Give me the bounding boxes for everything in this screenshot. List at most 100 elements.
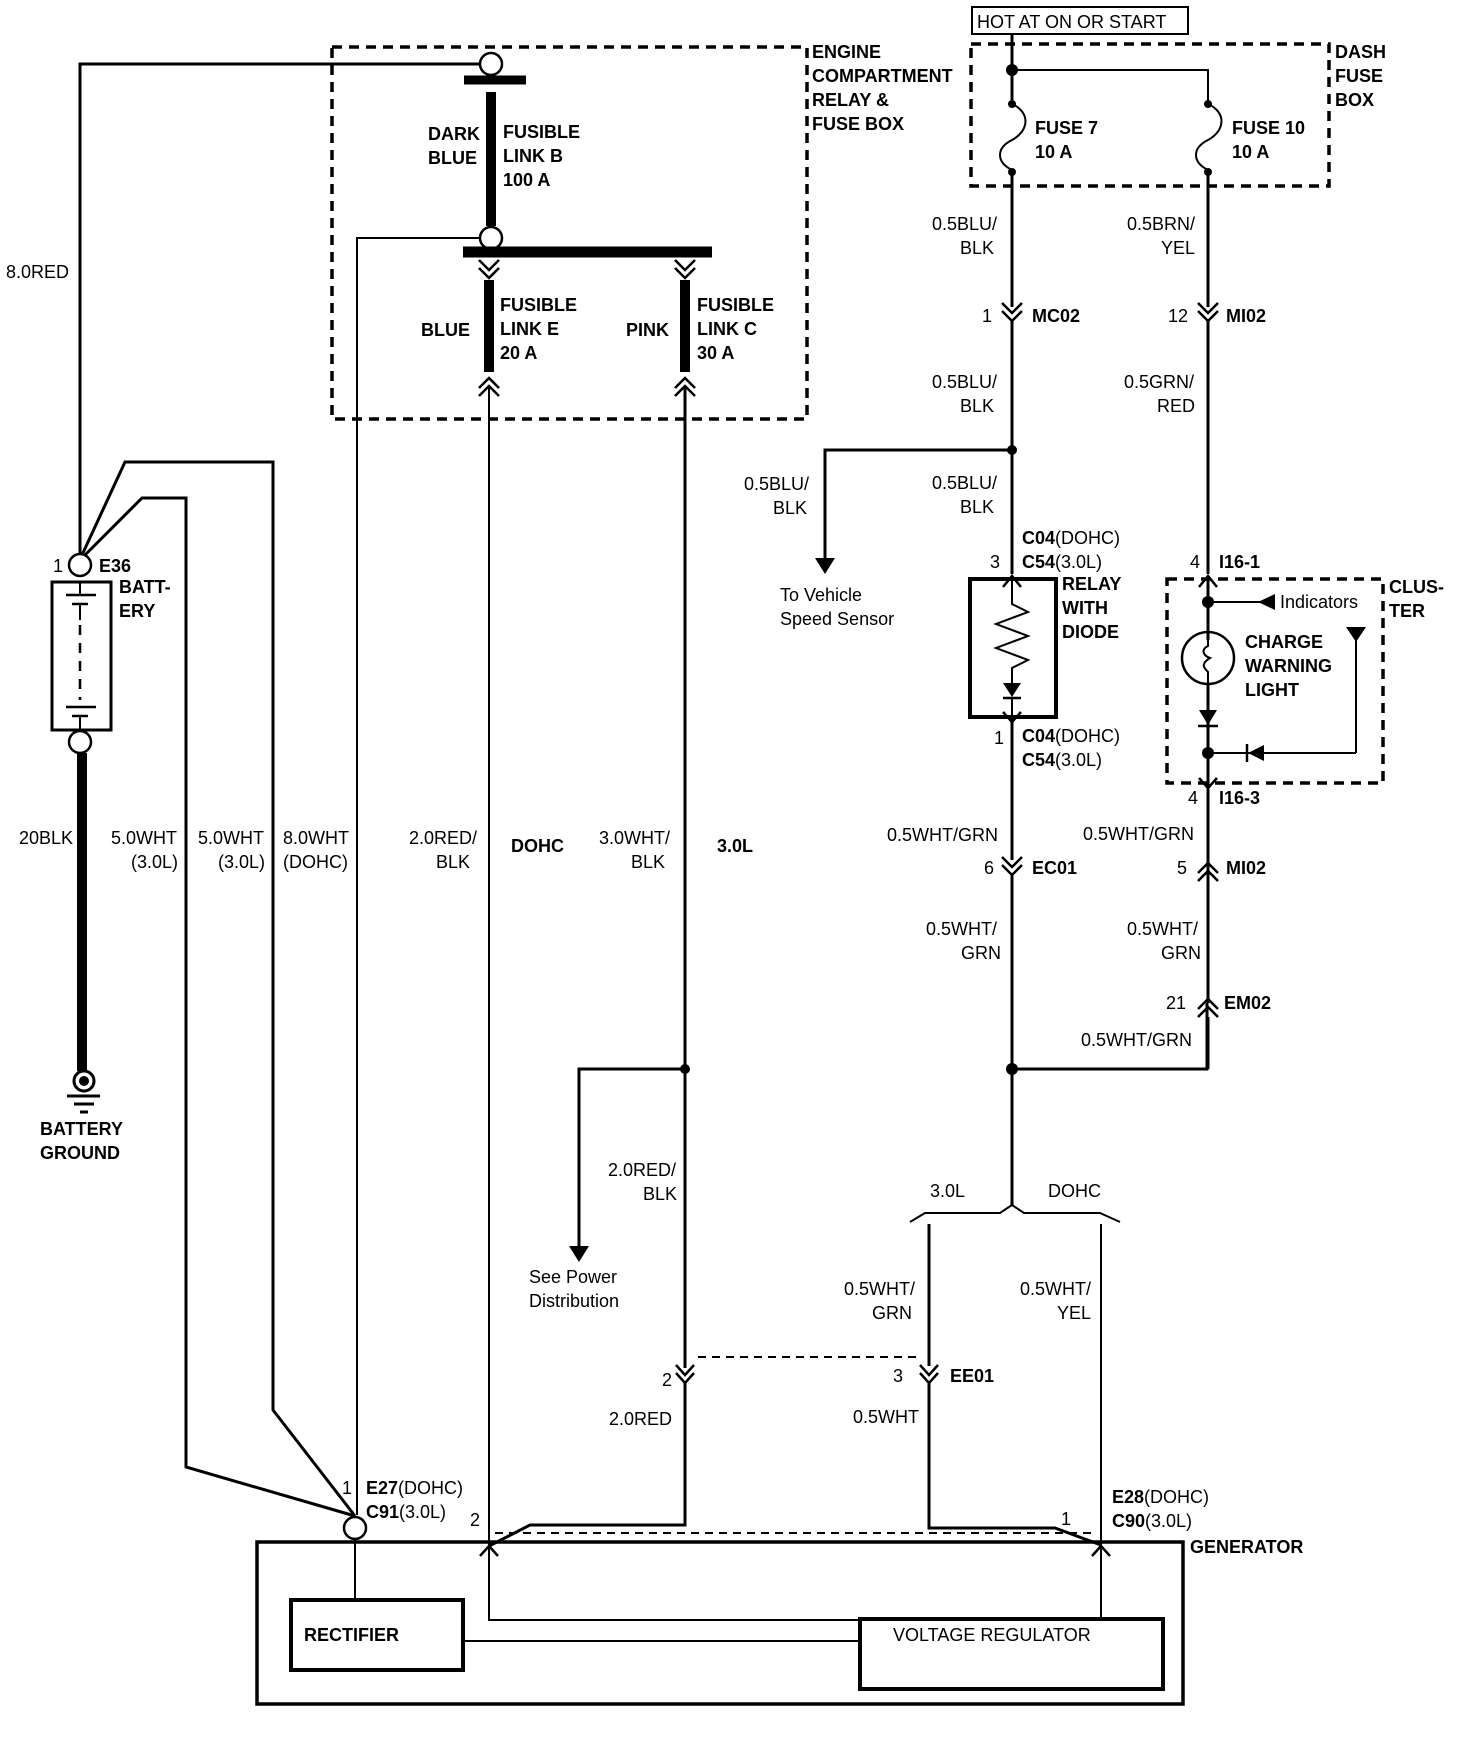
fusible-link-e-label: FUSIBLE: [500, 295, 577, 315]
svg-text:TER: TER: [1389, 601, 1425, 621]
battery: 1 E36 BATT- ERY: [50, 552, 171, 755]
svg-text:DARK: DARK: [428, 124, 480, 144]
fuse-7-label: FUSE 7: [1035, 118, 1098, 138]
generator: GENERATOR 1 E27(DOHC) C91(3.0L) RECTIFIE…: [255, 1478, 1303, 1706]
connector-em02: EM02: [1224, 993, 1271, 1013]
svg-text:GROUND: GROUND: [40, 1143, 120, 1163]
svg-text:0.5WHT/GRN: 0.5WHT/GRN: [1081, 1030, 1192, 1050]
svg-text:RED: RED: [1157, 396, 1195, 416]
svg-text:5: 5: [1177, 858, 1187, 878]
fuse-10-label: FUSE 10: [1232, 118, 1305, 138]
fusible-link-b-label: FUSIBLE: [503, 122, 580, 142]
battery-label: BATT-: [119, 577, 171, 597]
battery-positive-terminal: [67, 552, 93, 578]
cluster-label: CLUS-: [1389, 577, 1444, 597]
svg-text:I16-3: I16-3: [1219, 788, 1260, 808]
svg-text:0.5WHT/: 0.5WHT/: [926, 919, 997, 939]
relay-label: RELAY: [1062, 574, 1121, 594]
svg-text:WITH: WITH: [1062, 598, 1108, 618]
svg-text:HOT AT ON OR START: HOT AT ON OR START: [977, 12, 1166, 32]
svg-text:4: 4: [1190, 552, 1200, 572]
svg-text:2.0RED/: 2.0RED/: [409, 828, 477, 848]
svg-text:1: 1: [342, 1478, 352, 1498]
svg-text:BLUE: BLUE: [428, 148, 477, 168]
svg-text:3: 3: [893, 1366, 903, 1386]
fuse-10-icon: [1195, 103, 1223, 171]
svg-text:1: 1: [1061, 1509, 1071, 1529]
svg-text:LINK B: LINK B: [503, 146, 563, 166]
svg-text:2: 2: [662, 1370, 672, 1390]
svg-text:3.0WHT/: 3.0WHT/: [599, 828, 670, 848]
connector-mc02: MC02: [1032, 306, 1080, 326]
svg-text:1: 1: [982, 306, 992, 326]
dash-fuse-box-label: DASH: [1335, 42, 1386, 62]
svg-text:1: 1: [53, 556, 63, 576]
indicators-arrow-icon: [1258, 594, 1275, 610]
svg-text:ERY: ERY: [119, 601, 155, 621]
svg-text:COMPARTMENT: COMPARTMENT: [812, 66, 953, 86]
svg-text:5.0WHT: 5.0WHT: [111, 828, 177, 848]
engine-compartment-fuse-box: ENGINE COMPARTMENT RELAY & FUSE BOX DARK…: [330, 42, 953, 421]
wire-5-0-wht-a: [80, 460, 357, 1517]
hot-at-on-or-start-label: HOT AT ON OR START: [971, 6, 1189, 35]
svg-text:BLK: BLK: [960, 238, 994, 258]
svg-text:BLK: BLK: [960, 497, 994, 517]
to-vehicle-speed-sensor-link[interactable]: To Vehicle: [780, 585, 862, 605]
svg-text:YEL: YEL: [1161, 238, 1195, 258]
engine-fuse-box-label: ENGINE: [812, 42, 881, 62]
svg-text:C90(3.0L): C90(3.0L): [1112, 1511, 1192, 1531]
wire-0-5-wht: [927, 1383, 1102, 1547]
fuse-7-icon: [999, 103, 1027, 171]
svg-text:0.5WHT/GRN: 0.5WHT/GRN: [887, 825, 998, 845]
svg-text:I16-1: I16-1: [1219, 552, 1260, 572]
battery-negative-terminal: [67, 729, 93, 755]
svg-text:FUSE: FUSE: [1335, 66, 1383, 86]
battery-ground-icon: [67, 1069, 100, 1114]
svg-text:0.5BRN/: 0.5BRN/: [1127, 214, 1195, 234]
dash-fuse-box: DASH FUSE BOX FUSE 7 10 A FUSE 10 10 A: [969, 34, 1386, 188]
svg-text:2.0RED/: 2.0RED/: [608, 1160, 676, 1180]
wire-to-vss: [823, 448, 1012, 560]
see-power-distribution-link[interactable]: See Power: [529, 1267, 617, 1287]
svg-text:YEL: YEL: [1057, 1303, 1091, 1323]
svg-text:LINK E: LINK E: [500, 319, 559, 339]
svg-text:0.5BLU/: 0.5BLU/: [932, 372, 997, 392]
diode-icon: [1248, 745, 1264, 761]
svg-text:10 A: 10 A: [1035, 142, 1072, 162]
svg-text:(3.0L): (3.0L): [218, 852, 265, 872]
voltage-regulator: [858, 1617, 1165, 1691]
svg-text:C54(3.0L): C54(3.0L): [1022, 750, 1102, 770]
svg-text:Speed Sensor[interactable]: Speed Sensor: [780, 609, 894, 629]
fusible-link-b-top-terminal: [478, 51, 504, 77]
svg-text:GRN: GRN: [1161, 943, 1201, 963]
svg-text:(3.0L): (3.0L): [131, 852, 178, 872]
svg-text:2: 2: [470, 1510, 480, 1530]
svg-text:0.5BLU/: 0.5BLU/: [932, 473, 997, 493]
fusible-link-c-label: FUSIBLE: [697, 295, 774, 315]
svg-text:Distribution[interactable]: Distribution: [529, 1291, 619, 1311]
svg-text:PINK: PINK: [626, 320, 669, 340]
svg-text:VOLTAGE REGULATOR: VOLTAGE REGULATOR: [893, 1625, 1091, 1645]
svg-text:DOHC: DOHC: [511, 836, 564, 856]
svg-text:BLUE: BLUE: [421, 320, 470, 340]
arrow-down-icon: [569, 1246, 589, 1262]
svg-text:10 A: 10 A: [1232, 142, 1269, 162]
svg-text:4: 4: [1188, 788, 1198, 808]
svg-text:1: 1: [994, 728, 1004, 748]
svg-text:RELAY &: RELAY &: [812, 90, 889, 110]
svg-text:Indicators: Indicators: [1280, 592, 1358, 612]
generator-label: GENERATOR: [1190, 1537, 1303, 1557]
svg-text:BLK: BLK: [960, 396, 994, 416]
rectifier: [289, 1598, 465, 1672]
svg-text:0.5WHT/: 0.5WHT/: [1127, 919, 1198, 939]
wire-5-0-wht-b: [82, 496, 356, 1518]
svg-text:100 A: 100 A: [503, 170, 550, 190]
wire-to-power-distribution: [577, 1067, 685, 1248]
svg-text:C04(DOHC): C04(DOHC): [1022, 726, 1120, 746]
svg-text:GRN: GRN: [872, 1303, 912, 1323]
svg-text:2.0RED: 2.0RED: [609, 1409, 672, 1429]
svg-text:30 A: 30 A: [697, 343, 734, 363]
diode-icon: [1199, 710, 1217, 725]
svg-text:BLK: BLK: [631, 852, 665, 872]
